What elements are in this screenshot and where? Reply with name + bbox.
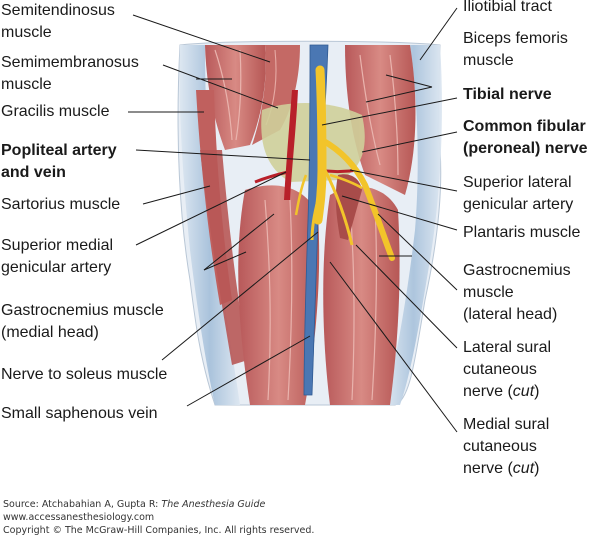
label-small-saphenous-vein: Small saphenous vein xyxy=(1,405,158,422)
label-biceps-femoris: Biceps femoris muscle xyxy=(463,30,568,69)
label-gracilis: Gracilis muscle xyxy=(1,103,110,120)
label-superior-lateral-genicular: Superior lateral genicular artery xyxy=(463,174,574,213)
biceps-femoris-shape xyxy=(345,45,416,195)
sartorius-shape xyxy=(200,150,248,365)
gastrocnemius-lateral-shape xyxy=(323,186,400,405)
label-plantaris: Plantaris muscle xyxy=(463,224,581,241)
leader-lines-left xyxy=(128,14,319,407)
label-medial-sural-cutaneous: Medial sural cutaneous nerve (cut) xyxy=(463,414,549,480)
medial-sural-close: ) xyxy=(534,460,540,477)
label-iliotibial: Iliotibial tract xyxy=(463,0,552,15)
lateral-sural-cut: cut xyxy=(512,383,535,400)
plantaris-shape xyxy=(335,174,362,240)
lateral-sural-text: Lateral sural cutaneous nerve ( xyxy=(463,339,552,400)
semitendinosus-shape xyxy=(205,45,266,150)
medial-sural-cut: cut xyxy=(512,460,535,477)
credit-url[interactable]: www.accessanesthesiology.com xyxy=(3,512,155,523)
medial-sural-text: Medial sural cutaneous nerve ( xyxy=(463,416,550,477)
credit-source-prefix: Source: Atchabahian A, Gupta R: xyxy=(3,499,162,510)
label-superior-medial-genicular: Superior medial genicular artery xyxy=(1,237,114,276)
credit-source: Source: Atchabahian A, Gupta R: The Anes… xyxy=(3,498,265,511)
label-tibial-nerve: Tibial nerve xyxy=(463,86,552,103)
label-gastrocnemius-lateral: Gastrocnemius muscle (lateral head) xyxy=(463,262,571,323)
label-semitendinosus: Semitendinosus muscle xyxy=(1,2,115,41)
label-nerve-to-soleus: Nerve to soleus muscle xyxy=(1,366,168,383)
label-popliteal-artery-vein: Popliteal artery and vein xyxy=(1,142,117,181)
label-common-fibular-nerve: Common fibular (peroneal) nerve xyxy=(463,118,588,157)
leader-lines-right xyxy=(321,7,458,433)
lateral-sural-close: ) xyxy=(534,383,540,400)
label-semimembranosus: Semimembranosus muscle xyxy=(1,54,139,93)
label-gastrocnemius-medial: Gastrocnemius muscle (medial head) xyxy=(1,302,164,341)
label-lateral-sural-cutaneous: Lateral sural cutaneous nerve (cut) xyxy=(463,337,551,403)
label-sartorius: Sartorius muscle xyxy=(1,196,121,213)
gastrocnemius-medial-shape xyxy=(238,185,320,405)
nerves-shape xyxy=(294,65,395,261)
credit-source-title: The Anesthesia Guide xyxy=(161,499,266,510)
credit-copyright: Copyright © The McGraw-Hill Companies, I… xyxy=(3,525,315,536)
iliotibial-tract-shape xyxy=(385,45,442,405)
